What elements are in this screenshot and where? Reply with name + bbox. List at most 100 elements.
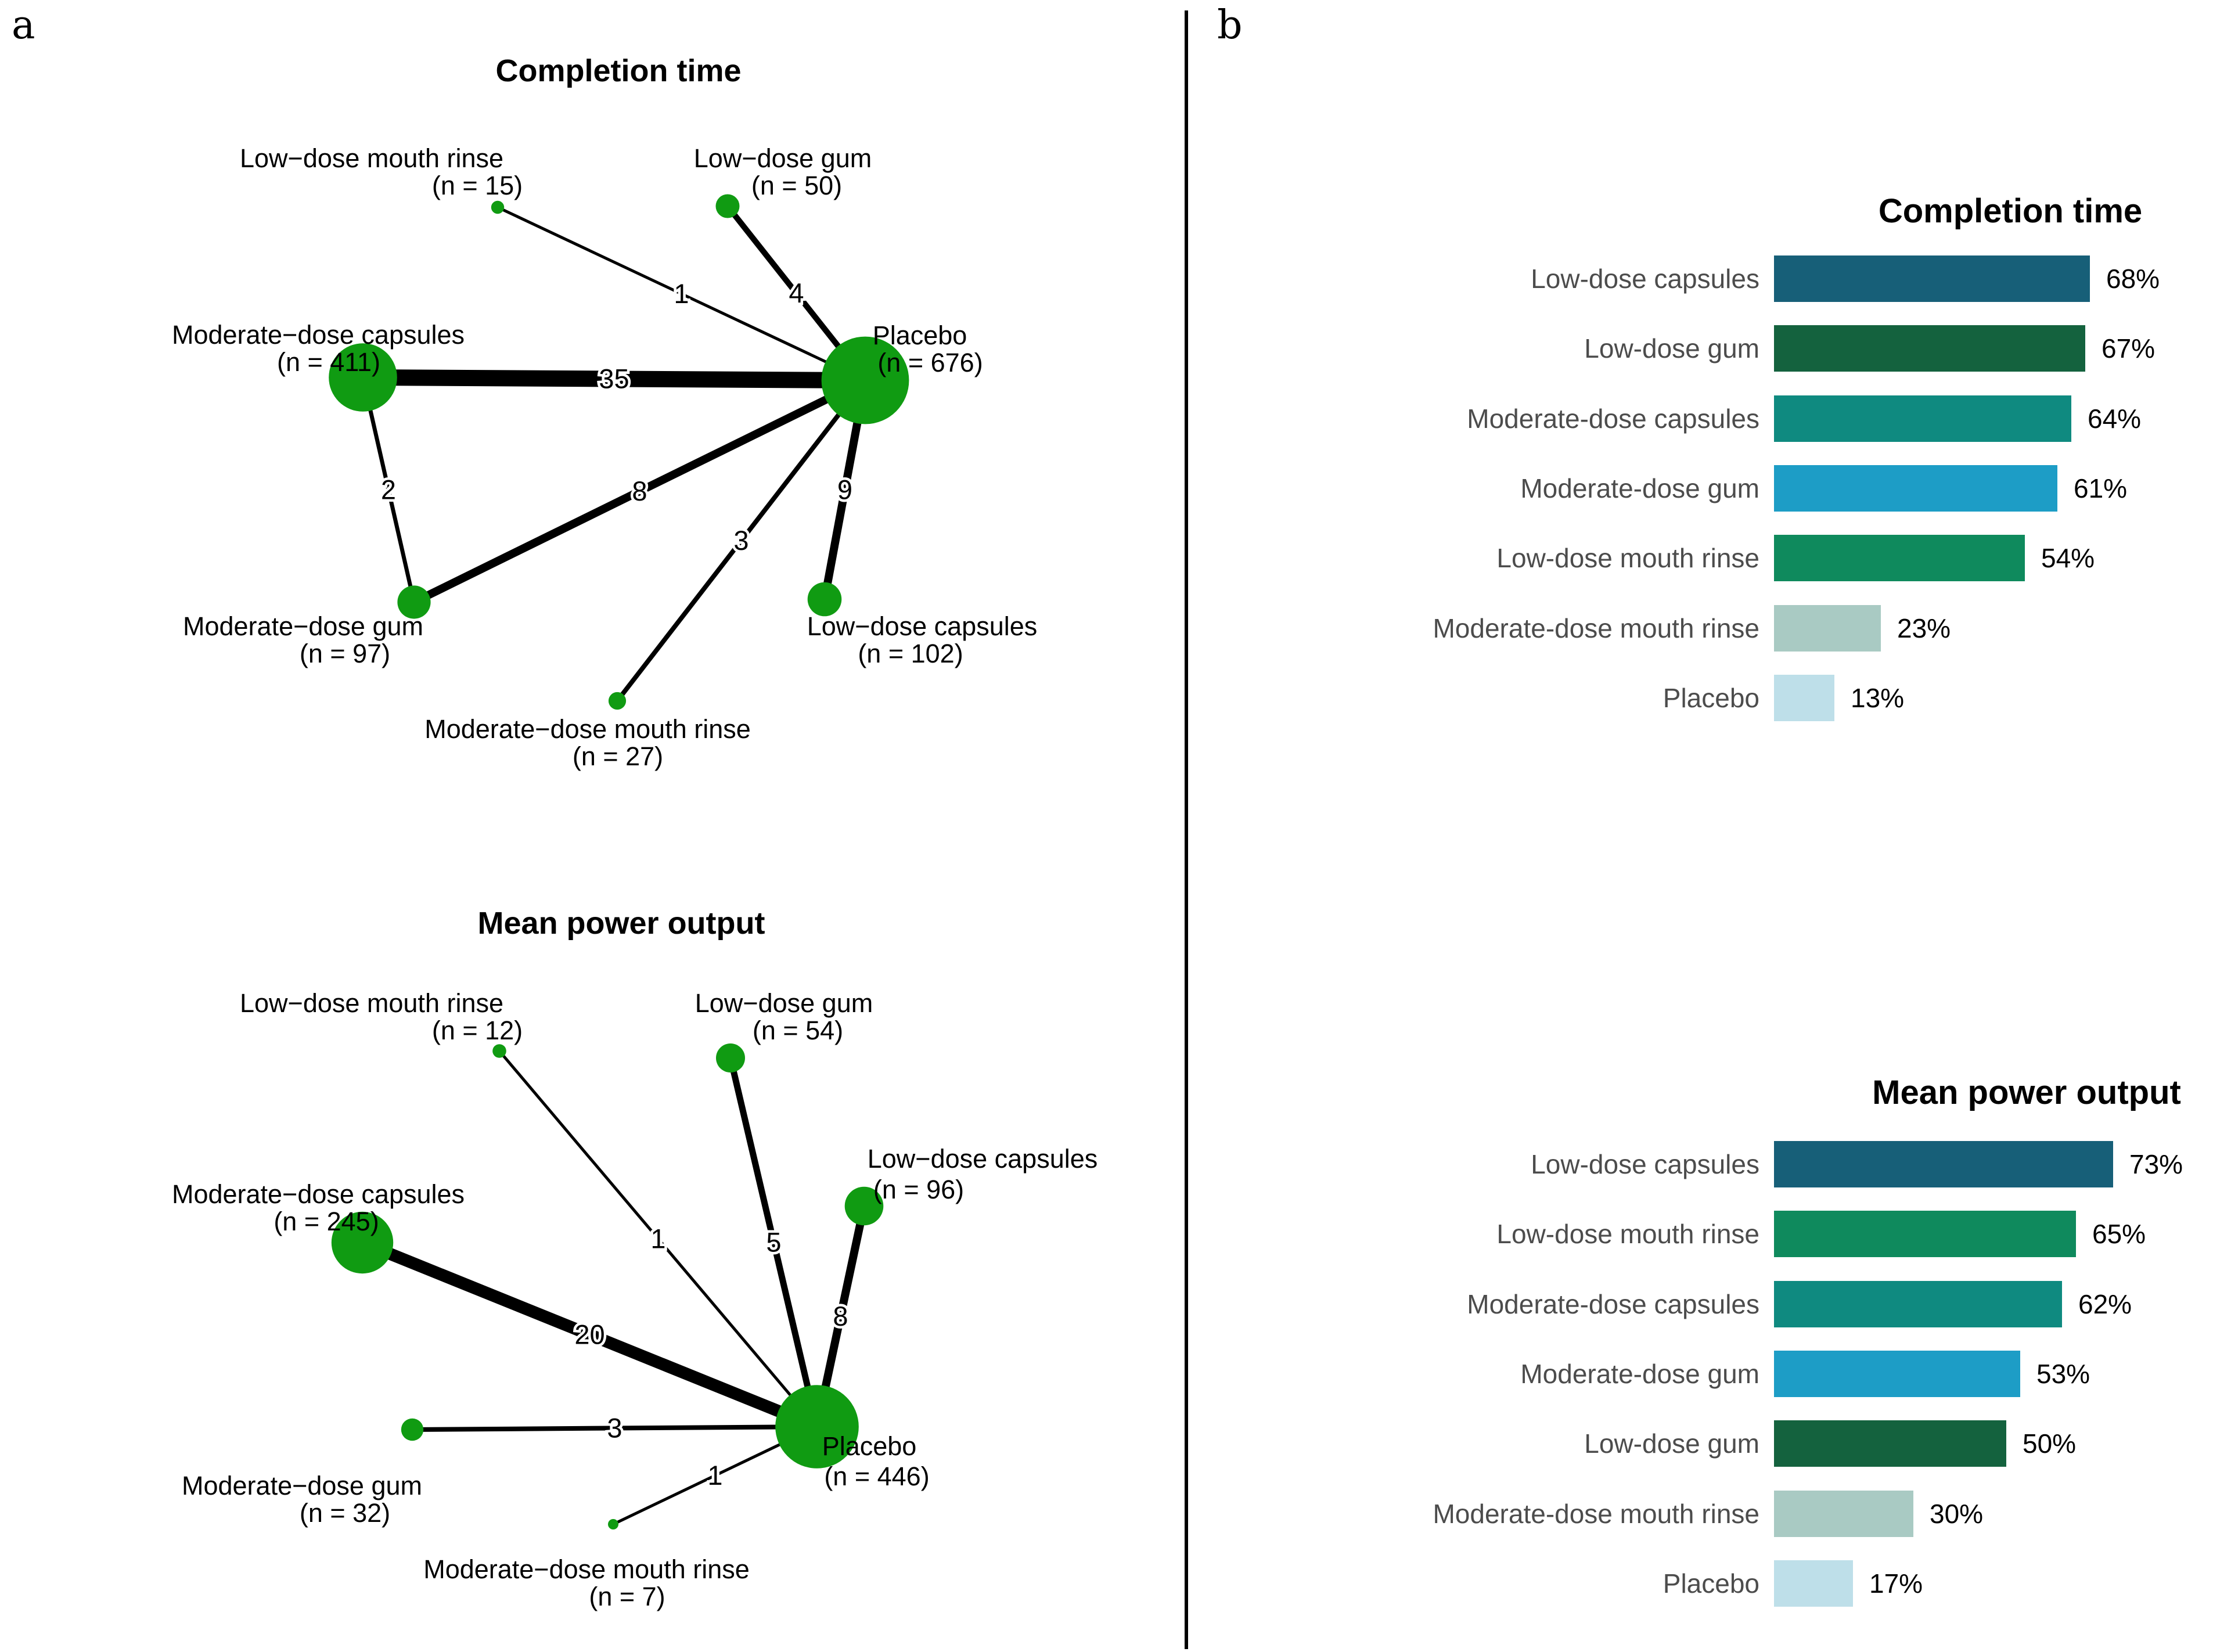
- bar-category-label: Placebo: [1663, 683, 1759, 713]
- edge-studies-label: 2: [381, 474, 396, 505]
- node-n-label: (n = 50): [751, 171, 842, 200]
- node-n-label: (n = 96): [873, 1175, 964, 1204]
- panel-divider: [1185, 10, 1188, 1649]
- bar: [1774, 395, 2071, 442]
- edge-studies-label: 1: [650, 1223, 665, 1254]
- bar-category-label: Low-dose mouth rinse: [1496, 543, 1759, 573]
- network-node: [397, 585, 431, 619]
- network-node: [401, 1418, 424, 1441]
- bar-value-label: 54%: [2041, 543, 2095, 573]
- edge-studies-label: 20: [574, 1319, 604, 1350]
- bar-value-label: 62%: [2078, 1289, 2132, 1319]
- edge-studies-label: 5: [766, 1227, 781, 1258]
- bar-category-label: Moderate-dose mouth rinse: [1433, 1499, 1759, 1529]
- node-label: Moderate−dose mouth rinse: [424, 714, 751, 744]
- bar-value-label: 17%: [1869, 1568, 1923, 1599]
- node-n-label: (n = 102): [858, 639, 963, 668]
- node-n-label: (n = 15): [432, 171, 523, 200]
- node-n-label: (n = 27): [573, 742, 663, 771]
- node-label: Low−dose capsules: [868, 1144, 1098, 1174]
- panel-a-label: a: [12, 2, 35, 48]
- bar-value-label: 61%: [2074, 473, 2128, 503]
- bar-category-label: Low-dose capsules: [1531, 264, 1759, 294]
- network-edge: [498, 1050, 818, 1428]
- network-title: Mean power output: [478, 906, 765, 941]
- network-node: [608, 1519, 618, 1529]
- network-edge: [362, 369, 866, 388]
- bar-category-label: Low-dose gum: [1584, 1428, 1759, 1459]
- bar-chart-title: Mean power output: [1872, 1074, 2181, 1111]
- edge-studies-label: 8: [833, 1301, 848, 1331]
- node-label: Moderate−dose gum: [183, 611, 423, 641]
- bar-category-label: Placebo: [1663, 1568, 1759, 1599]
- bar-value-label: 67%: [2102, 333, 2156, 363]
- bar-chart-title: Completion time: [1878, 192, 2143, 230]
- node-label: Moderate−dose capsules: [172, 320, 465, 350]
- bar-value-label: 23%: [1897, 613, 1951, 643]
- network-edge: [727, 1057, 821, 1428]
- bar-category-label: Moderate-dose gum: [1520, 1359, 1759, 1389]
- node-label: Low−dose mouth rinse: [240, 988, 503, 1018]
- bar-value-label: 13%: [1851, 683, 1905, 713]
- node-n-label: (n = 12): [432, 1016, 523, 1045]
- bar-category-label: Moderate-dose capsules: [1467, 404, 1759, 434]
- bar: [1774, 325, 2085, 372]
- edge-studies-label: 4: [789, 278, 804, 308]
- node-label: Low−dose gum: [694, 143, 872, 173]
- network-node: [492, 1044, 506, 1058]
- network-edge: [361, 377, 416, 603]
- node-n-label: (n = 245): [274, 1207, 379, 1236]
- network-node: [329, 343, 397, 412]
- network-title: Completion time: [495, 53, 741, 88]
- node-n-label: (n = 97): [300, 639, 390, 668]
- network-node: [821, 336, 909, 424]
- node-n-label: (n = 446): [824, 1462, 929, 1491]
- bar: [1774, 1211, 2076, 1257]
- node-label: Moderate−dose gum: [182, 1471, 422, 1500]
- network-edge: [412, 1424, 818, 1432]
- bar: [1774, 605, 1881, 652]
- network-node: [844, 1186, 884, 1226]
- bar-category-label: Moderate-dose mouth rinse: [1433, 613, 1759, 643]
- edge-studies-label: 3: [607, 1413, 622, 1444]
- node-n-label: (n = 32): [300, 1498, 390, 1528]
- network-edge: [412, 376, 868, 606]
- edge-studies-label: 3: [733, 525, 749, 556]
- node-label: Placebo: [822, 1431, 917, 1461]
- bar-category-label: Moderate-dose capsules: [1467, 1289, 1759, 1319]
- node-n-label: (n = 411): [277, 347, 380, 377]
- panel-b-label: b: [1217, 2, 1243, 48]
- edge-studies-label: 35: [599, 363, 629, 394]
- bar: [1774, 1141, 2113, 1187]
- bar: [1774, 465, 2057, 512]
- bar: [1774, 1351, 2020, 1397]
- bar: [1774, 1281, 2062, 1327]
- network-edge: [615, 379, 868, 703]
- node-label: Moderate−dose mouth rinse: [423, 1554, 750, 1584]
- node-n-label: (n = 54): [753, 1016, 843, 1045]
- edge-studies-label: 9: [837, 474, 852, 505]
- node-n-label: (n = 7): [589, 1582, 665, 1611]
- network-node: [807, 582, 842, 617]
- bar-value-label: 53%: [2036, 1359, 2090, 1389]
- bar-category-label: Low-dose gum: [1584, 333, 1759, 363]
- bar: [1774, 675, 1834, 721]
- bar: [1774, 1491, 1913, 1537]
- node-label: Low−dose capsules: [807, 611, 1038, 641]
- bar: [1774, 1560, 1853, 1607]
- bar-value-label: 68%: [2106, 264, 2160, 294]
- bar-value-label: 50%: [2023, 1428, 2077, 1459]
- bar-category-label: Moderate-dose gum: [1520, 473, 1759, 503]
- node-label: Placebo: [873, 321, 967, 350]
- node-label: Low−dose gum: [695, 988, 873, 1018]
- bar-value-label: 65%: [2092, 1219, 2146, 1249]
- bar-value-label: 64%: [2088, 404, 2142, 434]
- bar-value-label: 73%: [2129, 1149, 2183, 1179]
- bar-value-label: 30%: [1930, 1499, 1984, 1529]
- network-node: [608, 692, 627, 710]
